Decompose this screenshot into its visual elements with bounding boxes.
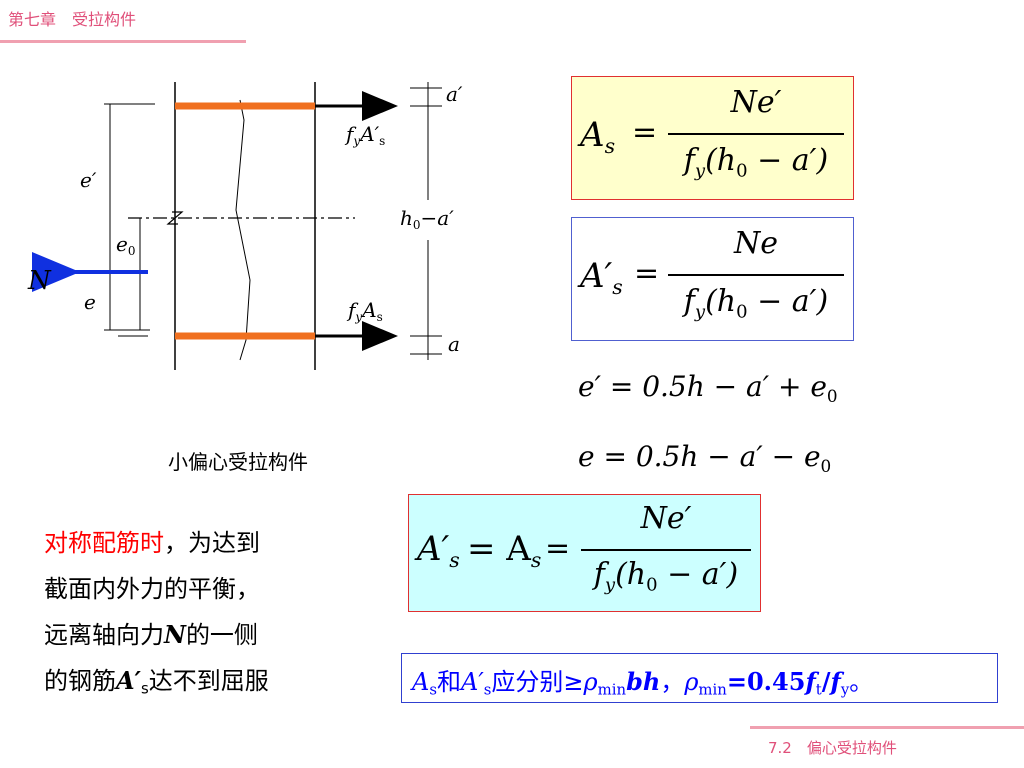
label-a: a: [448, 332, 460, 356]
label-a-prime: a′: [446, 82, 463, 106]
label-fy-As-prime: fyA′s: [346, 122, 386, 149]
formula-e: e = 0.5h − a′ − e0: [578, 440, 832, 476]
formula-symmetric-box: A′s = As = Ne′ fy(h0 − a′): [408, 494, 761, 612]
label-h0-a-prime: h0−a′: [400, 206, 454, 233]
label-N: N: [28, 266, 51, 296]
diagram-caption: 小偏心受拉构件: [168, 450, 308, 474]
break-mark: [166, 211, 184, 225]
min-reinforcement-note: As和A′s应分别≥ρminbh，ρmin=0.45ft/fy。: [401, 653, 998, 703]
eccentric-tension-diagram: [31, 82, 442, 370]
footer-divider: [750, 726, 1024, 729]
label-e-prime: e′: [80, 168, 97, 192]
crack-line: [235, 99, 251, 361]
formula-e-prime: e′ = 0.5h − a′ + e0: [578, 370, 838, 406]
chapter-title: 第七章 受拉构件: [8, 10, 137, 29]
header-divider: [0, 40, 246, 43]
formula-As-box: As = Ne′ fy(h0 − a′): [571, 76, 854, 200]
label-fy-As: fyAs: [348, 298, 383, 325]
formula-As-prime-box: A′s = Ne fy(h0 − a′): [571, 217, 854, 341]
label-e: e: [84, 290, 96, 314]
explanation-text: 对称配筋时，为达到 截面内外力的平衡， 远离轴向力N的一侧 的钢筋A′s达不到屈…: [44, 529, 269, 698]
label-e0: e0: [116, 232, 136, 259]
section-title: 7.2 偏心受拉构件: [768, 739, 897, 757]
